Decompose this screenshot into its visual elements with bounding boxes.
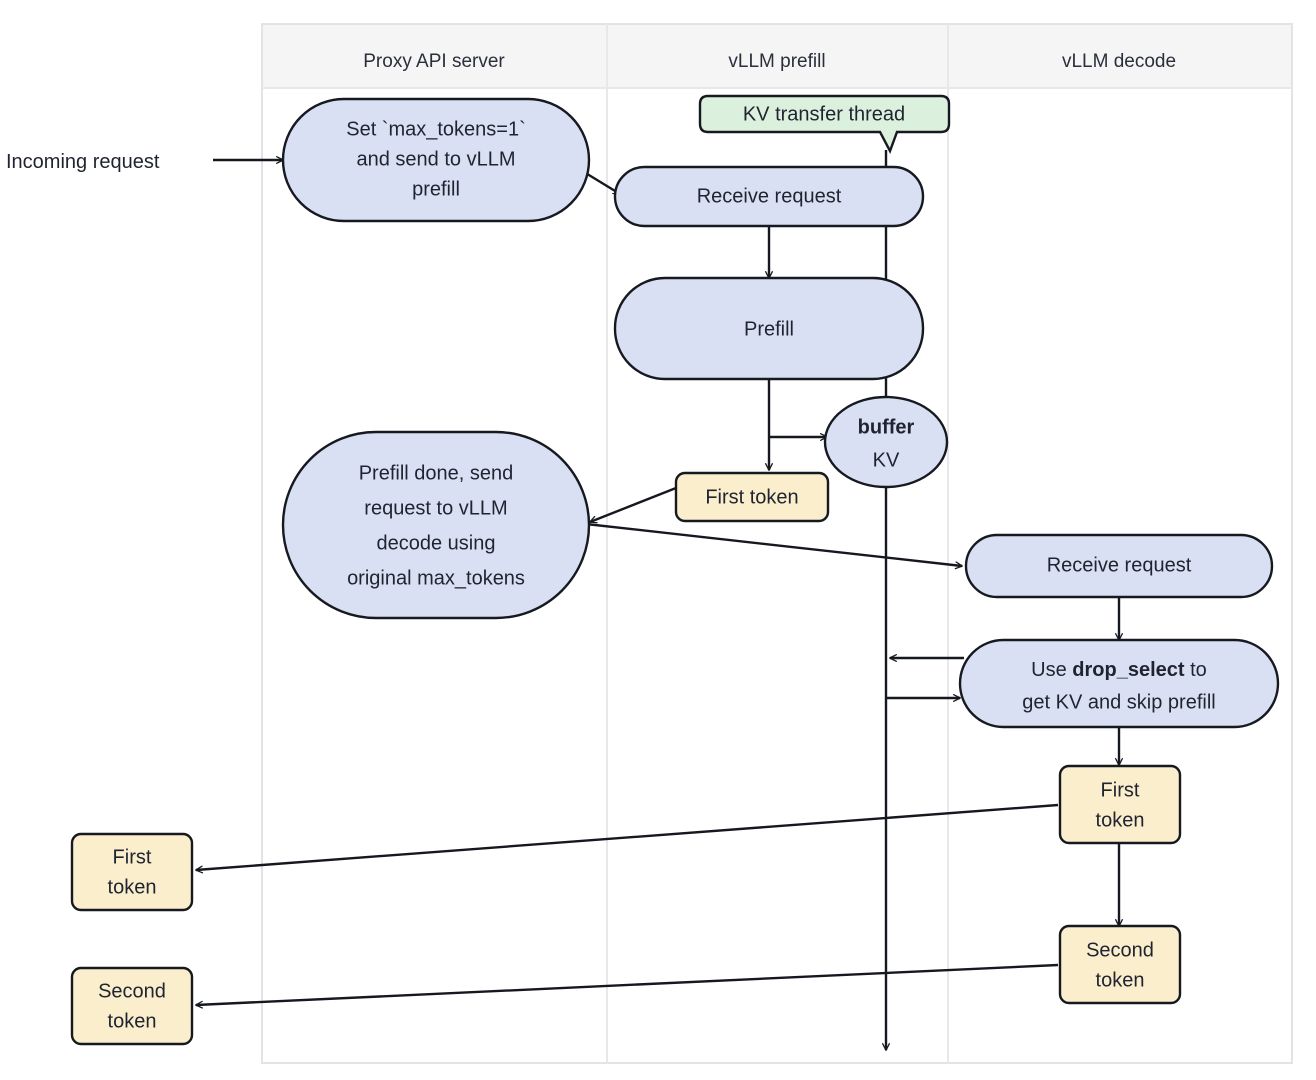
node-decode-first-token-line2: token (1096, 809, 1145, 831)
node-decode-second-token-line2: token (1096, 969, 1145, 991)
node-set-max-tokens[interactable]: Set `max_tokens=1` and send to vLLM pref… (281, 97, 591, 223)
node-prefill-node[interactable]: Prefill (613, 276, 925, 381)
node-buffer-kv-line2: KV (873, 449, 900, 471)
node-kv-transfer-thread-shape[interactable] (698, 94, 951, 154)
node-set-max-tokens-line3: prefill (412, 178, 460, 200)
edge-prefilldone-to-decodereceive (585, 522, 963, 570)
lane-header-decode: vLLM decode (1062, 51, 1176, 72)
node-prefill-receive-request-shape[interactable] (613, 165, 925, 228)
node-prefill-first-token-label: First token (705, 486, 798, 508)
node-drop-select[interactable]: Use drop_select to get KV and skip prefi… (958, 638, 1280, 729)
node-proxy-first-token-line2: token (108, 876, 157, 898)
node-proxy-first-token-shape[interactable] (70, 832, 194, 912)
edge-firsttoken-to-prefilldone (589, 486, 677, 524)
node-buffer-kv[interactable]: buffer KV (823, 395, 949, 489)
incoming-request-label: Incoming request (6, 151, 160, 173)
node-decode-first-token-line1: First (1101, 779, 1140, 801)
node-decode-receive-request-shape[interactable] (964, 533, 1274, 599)
node-proxy-second-token-shape[interactable] (70, 966, 194, 1046)
node-proxy-first-token-line1: First (113, 846, 152, 868)
lane-header-prefill: vLLM prefill (728, 51, 825, 72)
edges-layer (195, 150, 1123, 1051)
node-decode-second-token[interactable]: Second token (1058, 924, 1182, 1005)
node-drop-select-line2: get KV and skip prefill (1022, 691, 1215, 713)
node-kv-transfer-thread[interactable]: KV transfer thread (698, 94, 951, 154)
node-proxy-second-token[interactable]: Second token (70, 966, 194, 1046)
node-prefill-first-token[interactable]: First token (674, 471, 830, 523)
node-decode-first-token-shape[interactable] (1058, 764, 1182, 845)
node-prefill-done-shape[interactable] (281, 430, 591, 620)
node-drop-select-keyword: drop_select (1072, 659, 1185, 681)
node-set-max-tokens-line2: and send to vLLM (357, 148, 516, 170)
node-drop-select-line1-post: to (1185, 659, 1207, 681)
node-set-max-tokens-shape[interactable] (281, 97, 591, 223)
edge-decodefirst-to-proxyfirst (195, 803, 1059, 874)
node-drop-select-shape[interactable] (958, 638, 1280, 729)
node-prefill-label: Prefill (744, 318, 794, 340)
node-proxy-first-token[interactable]: First token (70, 832, 194, 912)
node-kv-transfer-thread-label: KV transfer thread (743, 103, 905, 125)
node-prefill-receive-request[interactable]: Receive request (613, 165, 925, 228)
node-decode-second-token-shape[interactable] (1058, 924, 1182, 1005)
node-decode-receive-request[interactable]: Receive request (964, 533, 1274, 599)
edge-setmax-to-receive (583, 170, 621, 196)
node-prefill-done[interactable]: Prefill done, send request to vLLM decod… (281, 430, 591, 620)
node-prefill-done-line1: Prefill done, send (359, 462, 514, 484)
node-prefill-shape[interactable] (613, 276, 925, 381)
node-prefill-first-token-shape[interactable] (674, 471, 830, 523)
node-decode-second-token-line1: Second (1086, 939, 1154, 961)
node-proxy-second-token-line1: Second (98, 980, 166, 1002)
node-prefill-done-line4: original max_tokens (347, 567, 525, 589)
node-buffer-kv-line1: buffer (858, 416, 915, 438)
node-prefill-done-line3: decode using (377, 532, 496, 554)
edge-decodesecond-to-proxysecond (195, 963, 1059, 1009)
node-proxy-second-token-line2: token (108, 1010, 157, 1032)
lane-header-band (261, 23, 1293, 89)
node-set-max-tokens-line1: Set `max_tokens=1` (346, 118, 526, 140)
node-drop-select-line1: Use drop_select to (1031, 659, 1207, 681)
node-drop-select-line1-pre: Use (1031, 659, 1072, 681)
node-decode-first-token[interactable]: First token (1058, 764, 1182, 845)
node-prefill-receive-request-label: Receive request (697, 185, 842, 207)
lane-header-proxy: Proxy API server (363, 51, 505, 72)
node-decode-receive-request-label: Receive request (1047, 554, 1192, 576)
node-prefill-done-line2: request to vLLM (364, 497, 507, 519)
node-buffer-kv-shape[interactable] (823, 395, 949, 489)
